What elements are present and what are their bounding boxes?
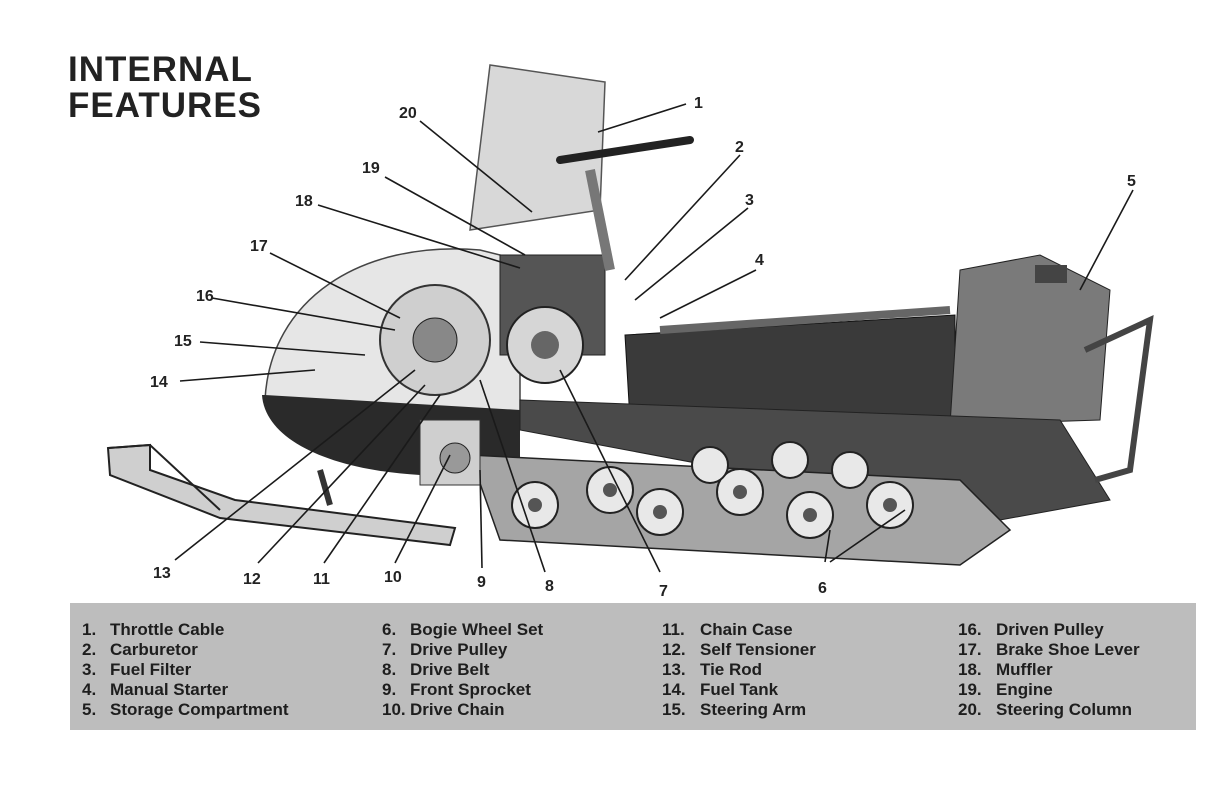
callout-1: 1 xyxy=(694,95,703,112)
legend-item: 3.Fuel Filter xyxy=(82,660,192,679)
callout-7: 7 xyxy=(659,583,668,600)
steering-column xyxy=(585,169,615,271)
legend-item: 10.Drive Chain xyxy=(382,700,505,719)
callout-12: 12 xyxy=(243,571,261,588)
parts-legend: 1.Throttle Cable 2.Carburetor 3.Fuel Fil… xyxy=(70,603,1196,730)
callout-11: 11 xyxy=(313,571,330,588)
title-line-1: INTERNAL xyxy=(68,50,253,89)
legend-item: 13.Tie Rod xyxy=(662,660,763,679)
legend-item: 5.Storage Compartment xyxy=(82,700,289,719)
callout-10: 10 xyxy=(384,569,402,586)
ski-loop xyxy=(107,443,221,511)
legend-column-3: 11.Chain Case 12.Self Tensioner 13.Tie R… xyxy=(662,620,816,720)
title-line-2: FEATURES xyxy=(68,86,263,125)
callout-13: 13 xyxy=(153,565,171,582)
legend-column-2: 6.Bogie Wheel Set 7.Drive Pulley 8.Drive… xyxy=(382,620,543,720)
legend-column-4: 16.Driven Pulley 17.Brake Shoe Lever 18.… xyxy=(958,620,1140,720)
windshield xyxy=(469,64,606,231)
legend-item: 7.Drive Pulley xyxy=(382,640,508,659)
leader-lines xyxy=(174,103,1134,573)
callout-15: 15 xyxy=(174,333,192,350)
callout-9: 9 xyxy=(477,574,486,591)
callout-2: 2 xyxy=(735,139,744,156)
callout-20: 20 xyxy=(399,105,417,122)
legend-item: 2.Carburetor xyxy=(82,640,198,659)
callout-19: 19 xyxy=(362,160,380,177)
callout-14: 14 xyxy=(150,374,168,391)
ski-leg xyxy=(317,469,333,506)
legend-item: 6.Bogie Wheel Set xyxy=(382,620,544,639)
legend-item: 11.Chain Case xyxy=(662,620,793,639)
storage-compartment xyxy=(949,254,1111,426)
handlebar xyxy=(556,136,694,164)
callout-6: 6 xyxy=(818,580,827,597)
rear-grab-bar xyxy=(1083,314,1154,483)
legend-item: 14.Fuel Tank xyxy=(662,680,779,699)
callout-17: 17 xyxy=(250,238,268,255)
legend-item: 8.Drive Belt xyxy=(382,660,490,679)
legend-item: 1.Throttle Cable xyxy=(82,620,225,639)
legend-item: 17.Brake Shoe Lever xyxy=(958,640,1140,659)
callout-8: 8 xyxy=(545,578,554,595)
callout-3: 3 xyxy=(745,192,754,209)
legend-column-1: 1.Throttle Cable 2.Carburetor 3.Fuel Fil… xyxy=(82,620,289,720)
callout-4: 4 xyxy=(755,252,764,269)
legend-item: 12.Self Tensioner xyxy=(662,640,816,659)
legend-item: 4.Manual Starter xyxy=(82,680,229,699)
legend-item: 18.Muffler xyxy=(958,660,1053,679)
legend-item: 19.Engine xyxy=(958,680,1053,699)
legend-item: 20.Steering Column xyxy=(958,700,1133,719)
snowmobile-illustration: 1 2 3 4 5 6 7 8 9 10 11 12 13 14 15 16 1… xyxy=(106,64,1154,600)
diagram-title: INTERNAL FEATURES xyxy=(68,52,262,124)
legend-item: 9.Front Sprocket xyxy=(382,680,531,699)
callout-18: 18 xyxy=(295,193,313,210)
ski xyxy=(106,443,457,547)
callout-5: 5 xyxy=(1127,173,1136,190)
legend-item: 16.Driven Pulley xyxy=(958,620,1104,639)
bogie-wheels xyxy=(511,441,914,539)
legend-item: 15.Steering Arm xyxy=(662,700,807,719)
callout-16: 16 xyxy=(196,288,214,305)
